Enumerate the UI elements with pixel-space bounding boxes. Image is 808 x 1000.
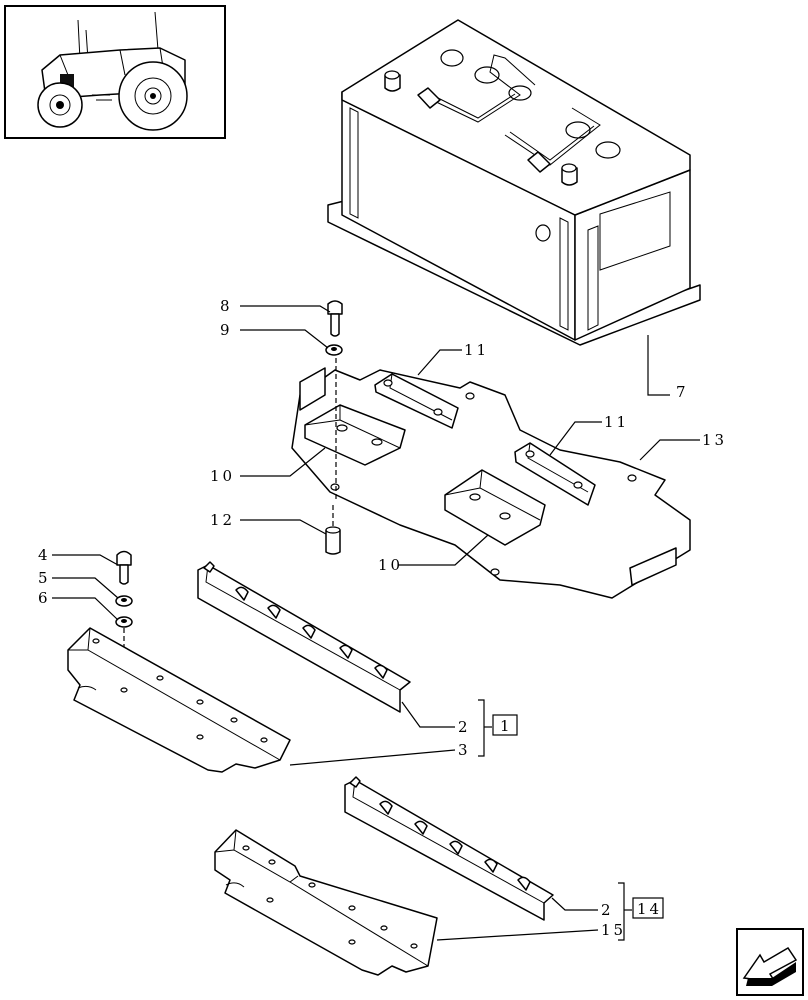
callout-11-right: 11	[604, 413, 629, 431]
next-page-arrow-icon[interactable]	[736, 928, 804, 996]
callout-9: 9	[220, 321, 233, 339]
callout-2-upper: 2	[458, 718, 471, 736]
callout-11-top: 11	[464, 341, 489, 359]
callout-7: 7	[676, 383, 689, 401]
washer-9	[325, 344, 343, 356]
callout-15: 15	[601, 921, 626, 939]
ref-box-1-label: 1	[500, 717, 513, 735]
callout-12: 12	[210, 511, 235, 529]
washer-5	[115, 595, 133, 607]
callout-5: 5	[38, 569, 51, 587]
callout-2-lower: 2	[601, 901, 614, 919]
callout-13: 13	[702, 431, 727, 449]
callout-4: 4	[38, 546, 51, 564]
ref-box-1[interactable]: 1	[492, 714, 518, 736]
washer-6	[115, 616, 133, 628]
ref-box-14-label: 14	[637, 900, 662, 918]
bolt-4	[116, 550, 132, 585]
battery	[327, 19, 701, 346]
plate-15-lower	[214, 829, 438, 976]
tractor-thumbnail-icon[interactable]	[4, 5, 226, 139]
callout-6: 6	[38, 589, 51, 607]
callout-10-upper: 10	[210, 467, 235, 485]
ref-box-14[interactable]: 14	[632, 897, 664, 919]
rail-2-lower	[344, 776, 554, 921]
callout-labels: 8 9 10 12 11 11 13 10 7 4 5 6 2 3 2 15	[38, 297, 727, 939]
plate-3-upper	[67, 627, 291, 773]
callout-3: 3	[458, 741, 471, 759]
callout-8: 8	[220, 297, 233, 315]
bolt-8	[327, 300, 343, 337]
battery-tray	[291, 367, 691, 599]
rail-2-upper	[197, 561, 411, 713]
callout-10-lower: 10	[378, 556, 403, 574]
spacer-12	[325, 526, 341, 555]
leader-lines	[52, 305, 700, 941]
